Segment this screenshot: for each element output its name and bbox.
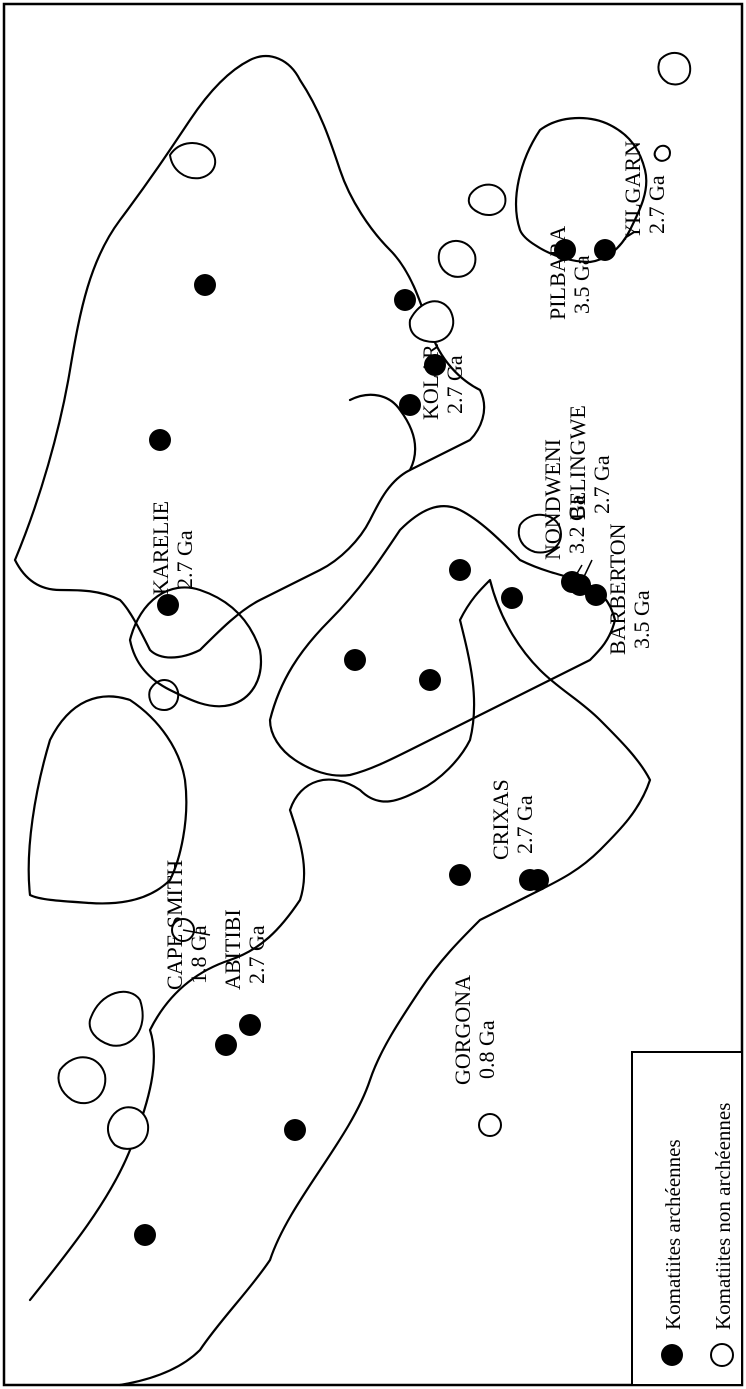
site-name-karelie: KARELIE [148, 501, 173, 595]
komatiite-dot [424, 354, 446, 376]
arctic-island-1 [88, 990, 144, 1047]
site-marker-pilbara [554, 239, 576, 261]
site-age-pilbara: 3.5 Ga [569, 255, 594, 314]
komatiite-dot [149, 429, 171, 451]
site-marker-yilgarn [594, 239, 616, 261]
site-age-yilgarn: 2.7 Ga [644, 175, 669, 234]
komatiite-dot [239, 1014, 261, 1036]
site-name-belingwe: BELINGWE [565, 405, 590, 520]
site-name-pilbara: PILBARA [545, 226, 570, 320]
komatiite-dot [344, 649, 366, 671]
arctic-island-3 [106, 1106, 150, 1150]
site-name-yilgarn: YILGARN [620, 141, 645, 240]
komatiite-dot [194, 274, 216, 296]
komatiite-dot [449, 864, 471, 886]
site-marker-barberton [585, 584, 607, 606]
site-marker-crixas [527, 869, 549, 891]
komatiite-dot [419, 669, 441, 691]
iceland-island [148, 679, 180, 711]
site-age-barberton: 3.5 Ga [629, 590, 654, 649]
komatiite-dot [394, 289, 416, 311]
legend: Komatiites archéennes Komatiites non arc… [631, 1051, 743, 1386]
madagascar-island [517, 513, 562, 554]
legend-archean-label: Komatiites archéennes [661, 1139, 685, 1330]
site-marker-abitibi [215, 1034, 237, 1056]
site-age-kolar: 2.7 Ga [442, 355, 467, 414]
sites-layer [134, 239, 616, 1246]
site-age-belingwe: 2.7 Ga [589, 455, 614, 514]
australia-coastline [514, 116, 648, 264]
komatiite-dot [501, 587, 523, 609]
legend-archean-symbol [661, 1344, 683, 1366]
komatiite-dot [134, 1224, 156, 1246]
borneo-island [437, 240, 477, 278]
site-name-cape-smith: CAPE SMITH [162, 860, 187, 990]
site-name-abitibi: ABITIBI [220, 909, 245, 990]
site-age-cape-smith: 1.8 Ga [186, 925, 211, 984]
site-marker-kolar [399, 394, 421, 416]
india-coastline [348, 393, 417, 472]
americas-coastline [28, 578, 652, 1387]
site-age-crixas: 2.7 Ga [512, 795, 537, 854]
site-age-gorgona: 0.8 Ga [474, 1020, 499, 1079]
site-name-gorgona: GORGONA [450, 975, 475, 1085]
new-guinea-island [467, 183, 507, 216]
tasmania-island [653, 144, 672, 162]
site-name-kolar: KOLAR [418, 344, 443, 420]
komatiite-dot [449, 559, 471, 581]
site-leader-line [571, 564, 583, 583]
site-leader-line [579, 559, 593, 586]
site-marker-karelie [157, 594, 179, 616]
new-zealand-island [657, 51, 692, 86]
legend-non-archean-label: Komatiites non archéennes [711, 1103, 735, 1330]
site-name-nondweni: NONDWENI [540, 439, 565, 560]
site-age-karelie: 2.7 Ga [172, 530, 197, 589]
sumatra-island [408, 300, 455, 344]
greenland-coastline [27, 695, 188, 905]
site-name-crixas: CRIXAS [488, 779, 513, 860]
site-marker-gorgona [478, 1113, 502, 1137]
site-leader-line [182, 929, 211, 936]
komatiite-dot [284, 1119, 306, 1141]
site-age-nondweni: 3.2 Ga [564, 495, 589, 554]
site-name-barberton: BARBERTON [605, 523, 630, 655]
eurasia-coastline [13, 55, 486, 659]
arctic-island-2 [57, 1056, 107, 1105]
site-age-abitibi: 2.7 Ga [244, 925, 269, 984]
scandinavia-coastline [128, 586, 263, 708]
legend-box [631, 1051, 743, 1386]
africa-coastline [268, 505, 617, 777]
japan-island [168, 142, 217, 180]
legend-non-archean-symbol [710, 1343, 734, 1367]
